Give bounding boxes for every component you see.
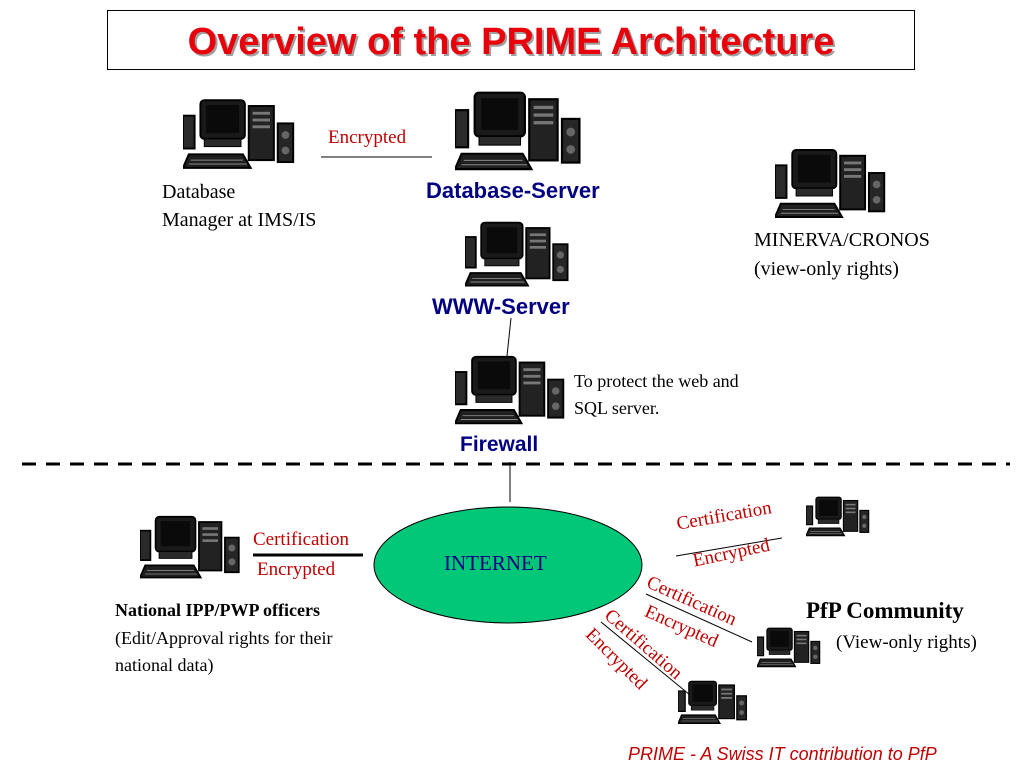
minerva-label-line1: MINERVA/CRONOS bbox=[754, 229, 930, 251]
national-link-top-label: Certification bbox=[253, 529, 350, 550]
national-link-bottom-label: Encrypted bbox=[257, 559, 336, 580]
link-pfp-mid bbox=[645, 593, 753, 643]
firewall-note-line1: To protect the web and bbox=[574, 371, 739, 391]
db-manager-label-line1: Database bbox=[162, 181, 236, 203]
internet-cloud bbox=[373, 506, 643, 624]
computer-icon bbox=[183, 99, 295, 169]
computer-icon bbox=[455, 355, 565, 425]
link-pfp-top bbox=[675, 537, 783, 557]
footer-text: PRIME - A Swiss IT contribution to PfP bbox=[628, 744, 937, 764]
pfp-sub-label: (View-only rights) bbox=[836, 632, 977, 653]
national-label-line2: (Edit/Approval rights for their bbox=[115, 628, 333, 648]
www-server-label: WWW-Server bbox=[432, 294, 570, 319]
dbm-dbs-link-label: Encrypted bbox=[328, 127, 407, 148]
link-pfp-bottom bbox=[600, 621, 691, 696]
page-title: Overview of the PRIME Architecture bbox=[187, 21, 835, 63]
computer-icon bbox=[678, 680, 748, 725]
firewall-label: Firewall bbox=[460, 433, 539, 456]
minerva-label-line2: (view-only rights) bbox=[754, 258, 899, 280]
link-www-firewall bbox=[506, 317, 512, 357]
computer-icon bbox=[140, 515, 240, 579]
computer-icon bbox=[775, 149, 886, 219]
computer-icon bbox=[757, 627, 821, 668]
computer-icon bbox=[455, 91, 581, 171]
db-manager-label-line2: Manager at IMS/IS bbox=[162, 209, 317, 231]
computer-icon bbox=[465, 221, 569, 287]
db-server-label: Database-Server bbox=[426, 178, 600, 203]
national-label-line3: national data) bbox=[115, 655, 214, 675]
title-box: Overview of the PRIME Architecture bbox=[107, 10, 915, 70]
internet-label: INTERNET bbox=[444, 551, 547, 575]
pfp-label: PfP Community bbox=[806, 598, 964, 623]
national-label-line1: National IPP/PWP officers bbox=[115, 600, 320, 620]
computer-icon bbox=[806, 496, 870, 537]
firewall-note-line2: SQL server. bbox=[574, 398, 660, 418]
